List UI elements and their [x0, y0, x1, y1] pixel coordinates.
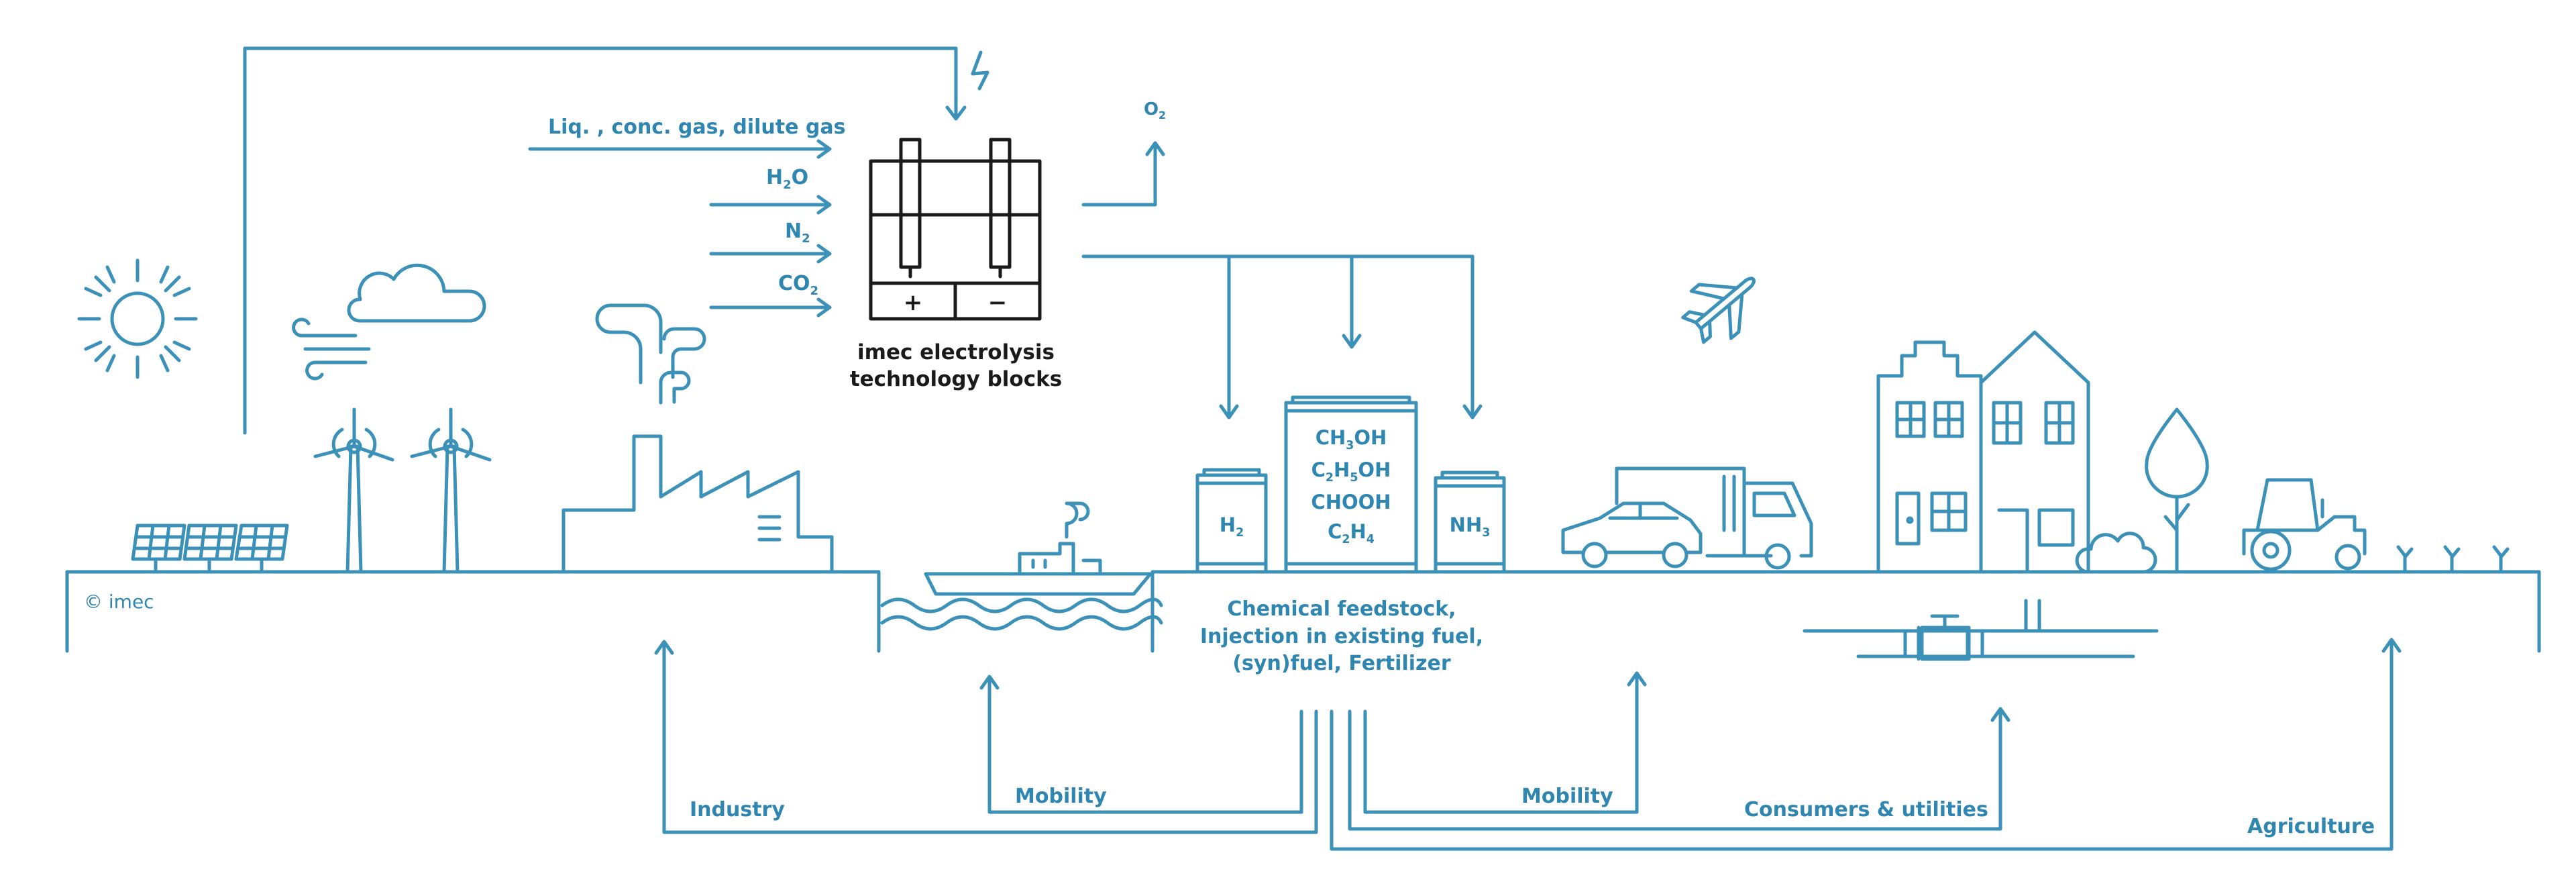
sector-agriculture-label: Agriculture	[2247, 815, 2375, 838]
sector-mobility-road-label: Mobility	[1521, 785, 1613, 808]
sector-flows	[654, 638, 2402, 851]
chemical-ethanol: C2H5OH	[1311, 458, 1391, 485]
boat-icon	[924, 501, 1152, 596]
chemical-methanol: CH3OH	[1315, 426, 1387, 452]
sector-industry-label: Industry	[690, 798, 785, 822]
car-icon	[1561, 501, 1703, 568]
lightning-icon	[971, 50, 989, 91]
sector-mobility-sea-label: Mobility	[1015, 785, 1107, 808]
bush-icon	[2075, 532, 2157, 574]
input-liquid-gas-label: Liq. , conc. gas, dilute gas	[548, 115, 846, 139]
chemical-ethylene: C2H4	[1328, 520, 1375, 547]
airplane-icon	[1681, 277, 1756, 344]
wind-turbine-icon	[313, 407, 492, 574]
products-line1: Chemical feedstock,	[1227, 597, 1456, 621]
copyright-label: © imec	[84, 591, 154, 613]
power-arrow	[945, 105, 967, 121]
center-tank-icon	[1284, 395, 1418, 574]
input-co2-label: CO2	[778, 272, 819, 298]
plus-terminal-label: +	[903, 289, 923, 316]
products-line2: Injection in existing fuel,	[1199, 624, 1484, 648]
house-icon	[1979, 330, 2090, 574]
minus-terminal-label: −	[987, 289, 1008, 316]
hydrogen-tank-label: H2	[1219, 513, 1244, 540]
ammonia-tank-label: NH3	[1449, 513, 1491, 540]
products-label: Chemical feedstock, Injection in existin…	[1167, 596, 1516, 678]
output-oxygen-label: O2	[1144, 99, 1166, 122]
electrolysis-title: imec electrolysis technology blocks	[832, 339, 1080, 393]
tractor-icon	[2242, 478, 2367, 571]
center-tank-labels: CH3OH C2H5OH CHOOH C2H4	[1286, 423, 1416, 549]
wind-icon	[292, 317, 371, 381]
sun-icon	[77, 258, 198, 379]
tree-icon	[2145, 407, 2209, 574]
input-arrows	[528, 139, 832, 317]
chemical-formic-acid: CHOOH	[1311, 490, 1391, 513]
truck-icon	[1615, 466, 1813, 570]
oxygen-arrow	[1081, 142, 1157, 207]
electrolysis-title-line1: imec electrolysis	[857, 340, 1055, 364]
hydrogen-tank-icon	[1195, 468, 1268, 574]
cloud-icon	[347, 263, 486, 323]
solar-panels-icon	[131, 524, 289, 574]
electrolysis-title-line2: technology blocks	[849, 367, 1063, 392]
pipeline-icon	[1803, 599, 2159, 661]
electrolysis-cell-icon	[869, 138, 1042, 321]
distribution-arrows	[1081, 254, 1483, 419]
water-waves	[880, 597, 1163, 631]
sprouts-icon	[2396, 545, 2510, 574]
smoke-icon	[595, 303, 706, 405]
ammonia-tank-icon	[1434, 470, 1506, 574]
products-line3: (syn)fuel, Fertilizer	[1232, 652, 1451, 675]
input-nitrogen-label: N2	[785, 219, 810, 246]
ground-line	[65, 570, 2541, 653]
townhouse-icon	[1876, 340, 1983, 574]
power-line	[243, 46, 958, 435]
sector-consumers-label: Consumers & utilities	[1744, 798, 1988, 822]
factory-icon	[561, 434, 834, 574]
input-water-label: H2O	[766, 166, 809, 192]
